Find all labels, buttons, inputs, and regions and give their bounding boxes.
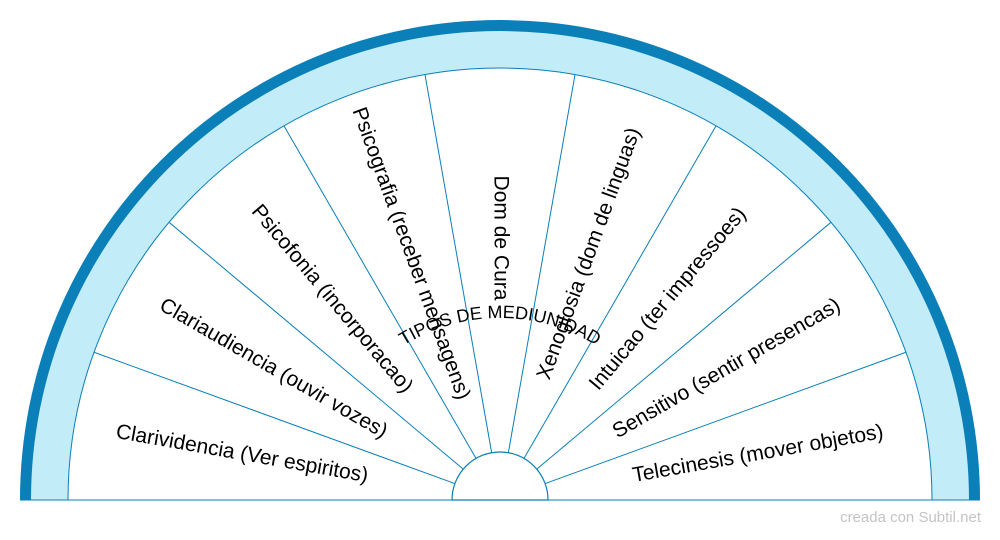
segment-divider <box>168 221 464 470</box>
segment-divider <box>283 125 477 459</box>
watermark: creada con Subtil.net <box>840 509 981 526</box>
inner-field <box>67 67 933 501</box>
segment-divider <box>507 74 576 453</box>
center-hub <box>451 451 549 501</box>
segment-divider <box>93 351 456 485</box>
segment-label: Dom de Cura <box>489 176 512 301</box>
segments <box>93 74 907 485</box>
segment-divider <box>536 221 832 470</box>
segment-divider <box>424 74 493 453</box>
segment-divider <box>523 125 717 459</box>
segment-divider <box>544 351 907 485</box>
